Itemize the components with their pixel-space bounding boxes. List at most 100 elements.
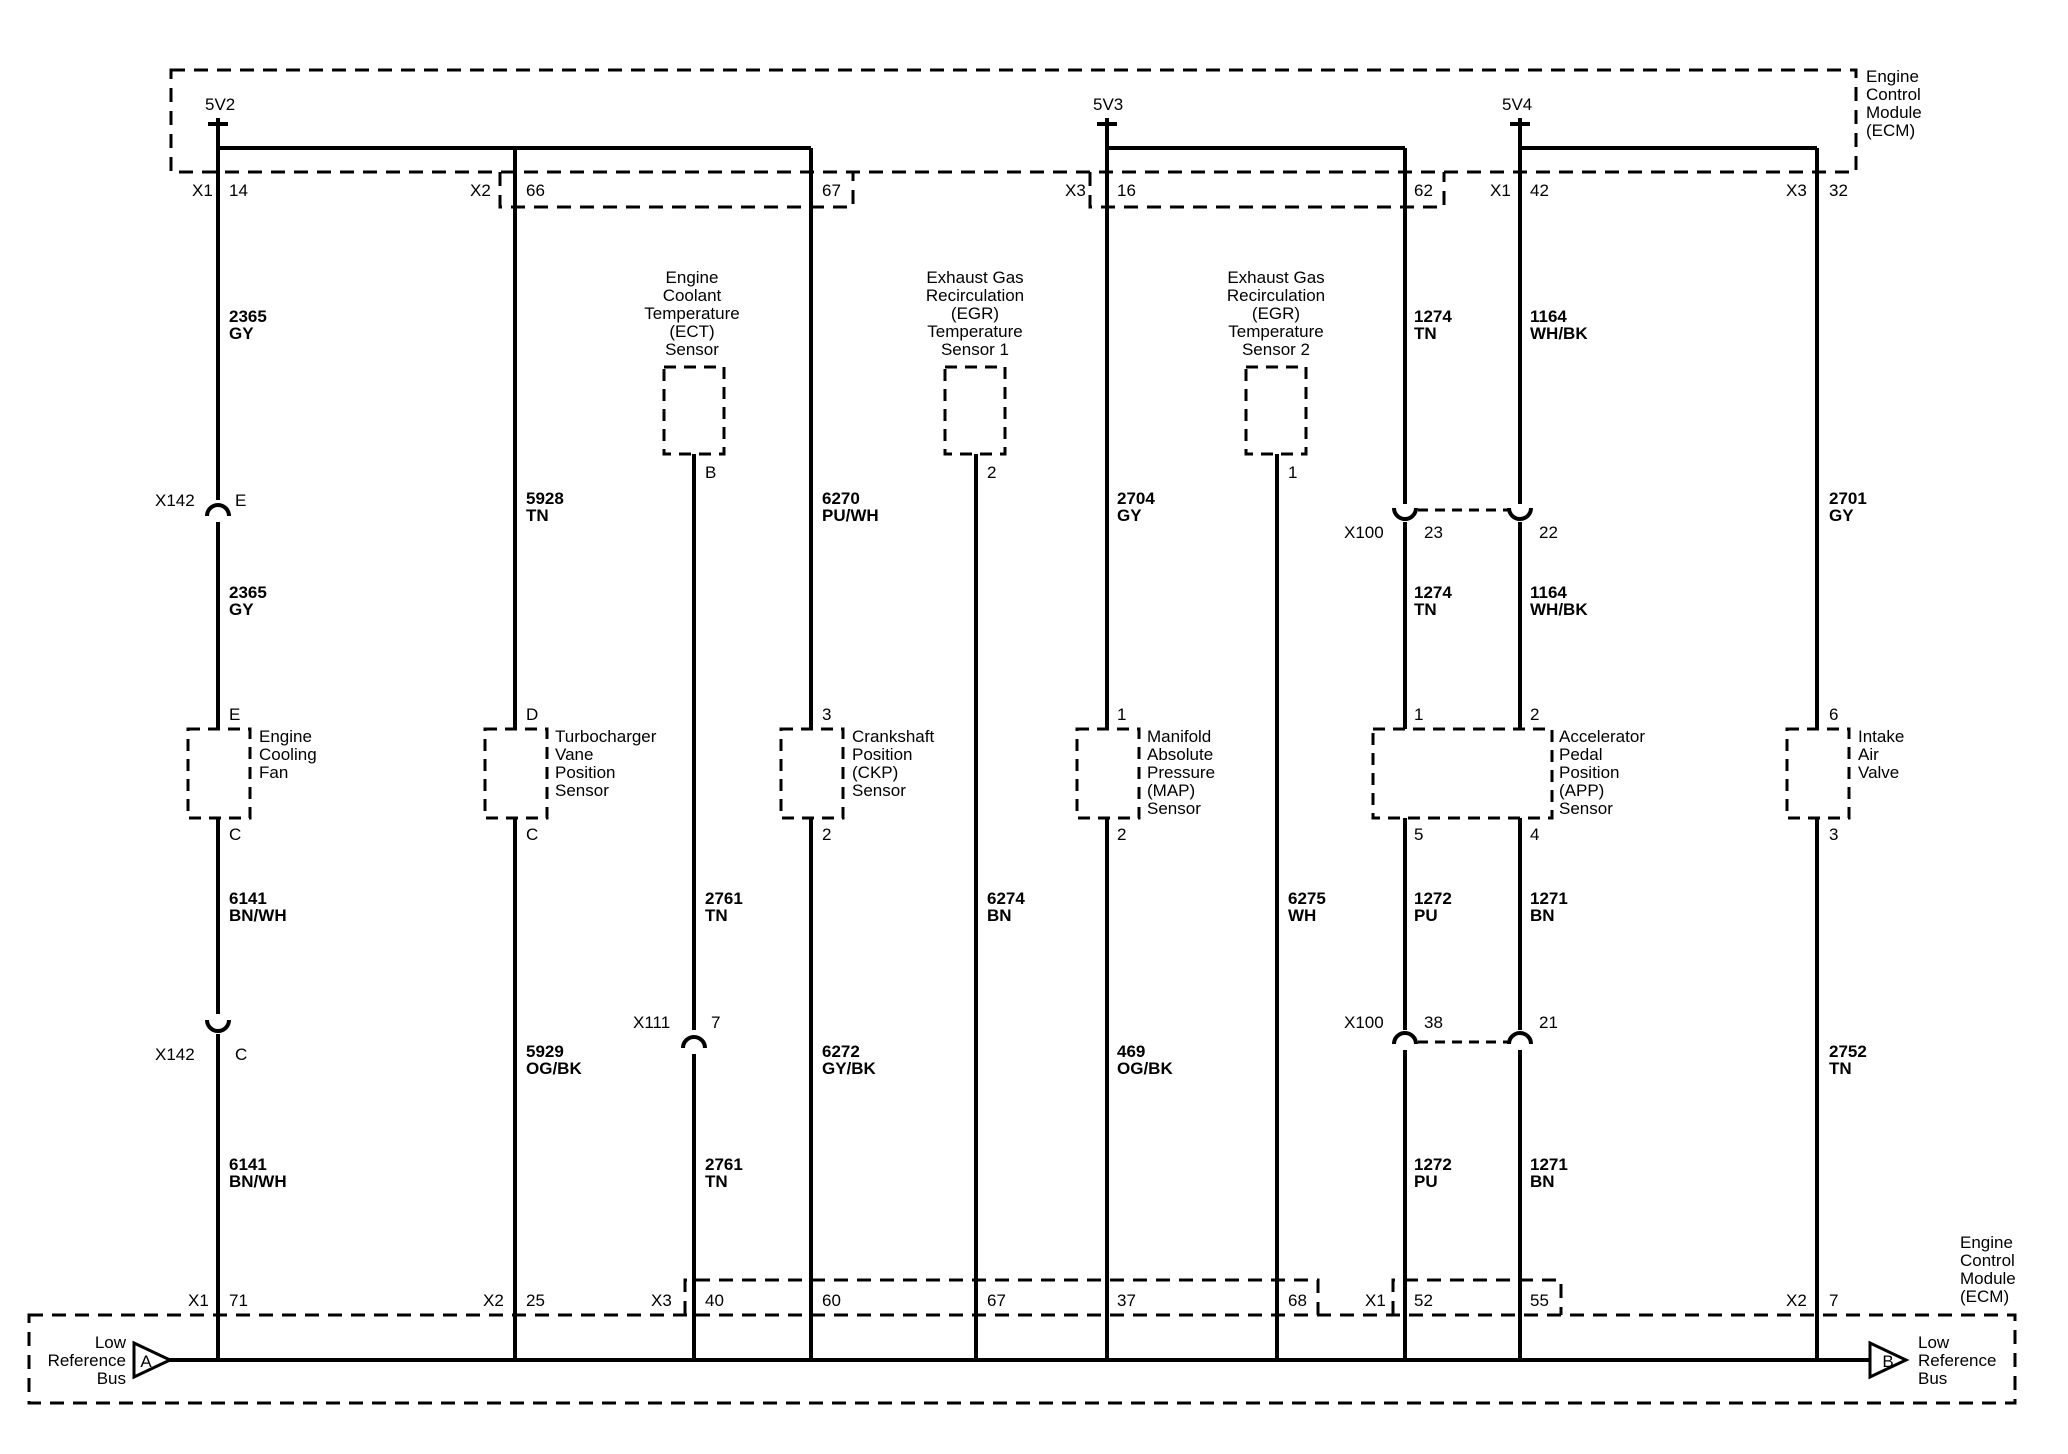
wire-color: GY: [1829, 506, 1854, 525]
inline-connector-pin: E: [235, 491, 246, 510]
connector-name: X1: [188, 1291, 209, 1310]
x100-38-connector-icon: [1392, 1031, 1418, 1045]
x142-e-connector-icon: [205, 503, 231, 517]
component-pin: 1: [1117, 705, 1126, 724]
wire-circuit: 6141: [229, 1155, 267, 1174]
connector-name: X2: [470, 181, 491, 200]
ecm-label-line: (ECM): [1866, 121, 1915, 140]
component-label-line: Manifold: [1147, 727, 1211, 746]
connector-pin: 55: [1530, 1291, 1549, 1310]
wire-circuit: 2752: [1829, 1042, 1867, 1061]
connector-pin: 52: [1414, 1291, 1433, 1310]
wire-circuit: 6275: [1288, 889, 1326, 908]
component-pin: C: [526, 825, 538, 844]
wire-color: WH: [1288, 906, 1316, 925]
connector-pin: 40: [705, 1291, 724, 1310]
component-label-line: Fan: [259, 763, 288, 782]
connector-pin: 67: [987, 1291, 1006, 1310]
wire-circuit: 6274: [987, 889, 1025, 908]
ecm-top-outline: [169, 68, 1858, 174]
wire-circuit: 1271: [1530, 889, 1568, 908]
component-label-line: Absolute: [1147, 745, 1213, 764]
component-label-line: Pedal: [1559, 745, 1602, 764]
connector-pin: 60: [822, 1291, 841, 1310]
inline-connector-pin: 23: [1424, 523, 1443, 542]
connector-pin: 14: [229, 181, 248, 200]
component-pin: 2: [822, 825, 831, 844]
wire-circuit: 6141: [229, 889, 267, 908]
component-pin: 3: [822, 705, 831, 724]
wire-circuit: 2704: [1117, 489, 1155, 508]
bus-letter: A: [140, 1352, 152, 1371]
ecm-label-line: Module: [1960, 1269, 2016, 1288]
connector-pin: 68: [1288, 1291, 1307, 1310]
wire-color: TN: [1829, 1059, 1852, 1078]
wire-color: PU: [1414, 1172, 1438, 1191]
wire-color: GY: [1117, 506, 1142, 525]
connector-pin: 25: [526, 1291, 545, 1310]
component-pin: 4: [1530, 825, 1539, 844]
egr-sensor-2-box: [1244, 365, 1308, 456]
connector-name: X3: [1786, 181, 1807, 200]
inline-connector-pin: 7: [711, 1013, 720, 1032]
wire-color: BN: [987, 906, 1012, 925]
component-label-line: Sensor: [852, 781, 906, 800]
component-label-line: Position: [852, 745, 912, 764]
wire-color: TN: [705, 1172, 728, 1191]
bus-label-line: Reference: [48, 1351, 126, 1370]
ecm-label-line: Module: [1866, 103, 1922, 122]
wire-circuit: 469: [1117, 1042, 1145, 1061]
component-label-line: Engine: [259, 727, 312, 746]
wire-circuit: 5928: [526, 489, 564, 508]
x100-22-connector-icon: [1507, 507, 1533, 521]
wire-color: OG/BK: [1117, 1059, 1173, 1078]
component-pin: C: [229, 825, 241, 844]
engine-cooling-fan-box: [186, 727, 252, 820]
wire-color: GY: [229, 324, 254, 343]
wire-circuit: 1164: [1530, 307, 1567, 326]
connector-name: X3: [651, 1291, 672, 1310]
wire-color: WH/BK: [1530, 324, 1588, 343]
component-label-line: Temperature: [644, 304, 739, 323]
component-pin: B: [705, 463, 716, 482]
x3-bottom-connector-outline: [683, 1278, 1320, 1315]
bus-label-line: Bus: [1918, 1369, 1947, 1388]
wire-color: GY/BK: [822, 1059, 877, 1078]
component-label-line: (EGR): [1252, 304, 1300, 323]
connector-pin: 67: [822, 181, 841, 200]
bus-arrow-b: [1868, 1340, 1910, 1380]
component-label-line: Exhaust Gas: [926, 268, 1023, 287]
wire-circuit: 1164: [1530, 583, 1567, 602]
component-pin: 1: [1288, 463, 1297, 482]
supply-5v2-label: 5V2: [205, 95, 235, 114]
wire-color: BN: [1530, 906, 1555, 925]
component-label-line: (ECT): [669, 322, 714, 341]
component-label-line: Sensor: [555, 781, 609, 800]
map-sensor-box: [1075, 727, 1141, 820]
component-label-line: Engine: [666, 268, 719, 287]
component-label-line: Valve: [1858, 763, 1899, 782]
bus-label-line: Low: [1918, 1333, 1950, 1352]
wire-color: BN/WH: [229, 1172, 287, 1191]
wire-circuit: 1274: [1414, 583, 1452, 602]
component-pin: 1: [1414, 705, 1423, 724]
inline-connector-labels: X142 E X142 C X111 7 X100 23 22 X100 38 …: [155, 491, 1558, 1064]
component-label-line: Sensor 2: [1242, 340, 1310, 359]
x1-bottom-connector-outline: [1391, 1278, 1563, 1315]
wire-circuit: 1272: [1414, 1155, 1452, 1174]
component-pin: 2: [1530, 705, 1539, 724]
ecm-label-bottom: Engine Control Module (ECM): [1960, 1233, 2016, 1306]
component-label-line: Pressure: [1147, 763, 1215, 782]
wire-color: OG/BK: [526, 1059, 582, 1078]
component-labels: Engine Cooling Fan E C Turbocharger Vane…: [229, 268, 1904, 844]
component-label-line: Accelerator: [1559, 727, 1645, 746]
wire-color: GY: [229, 600, 254, 619]
connector-name: X3: [1065, 181, 1086, 200]
wire-color: TN: [526, 506, 549, 525]
connector-pin: 32: [1829, 181, 1848, 200]
app-sensor-box: [1371, 727, 1554, 820]
component-label-line: (APP): [1559, 781, 1604, 800]
component-label-line: Sensor: [1147, 799, 1201, 818]
wire-color: TN: [705, 906, 728, 925]
